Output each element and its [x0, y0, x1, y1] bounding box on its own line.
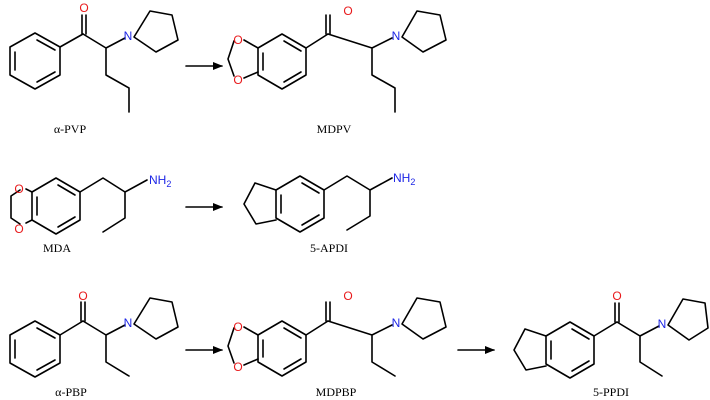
nitrogen-atom-label: N — [124, 316, 133, 330]
structure-mdpv: O O O N — [227, 4, 447, 113]
structure-5-ppdi: O N — [513, 289, 709, 379]
label-a-pvp: α-PVP — [54, 122, 87, 136]
oxygen-atom-label: O — [612, 289, 621, 303]
label-a-pbp: α-PBP — [55, 385, 87, 399]
structure-5-apdi: NH2 — [243, 171, 415, 233]
structure-mda: O O NH2 — [10, 173, 171, 236]
amine-label: NH2 — [393, 171, 415, 187]
label-5-apdi: 5-APDI — [310, 241, 348, 255]
oxygen-atom-label: O — [78, 289, 87, 303]
structure-a-pvp: O N — [9, 1, 179, 113]
oxygen-atom-label: O — [233, 33, 242, 47]
nitrogen-atom-label: N — [392, 316, 401, 330]
oxygen-atom-label: O — [14, 222, 23, 236]
oxygen-atom-label: O — [14, 182, 23, 196]
label-mda: MDA — [43, 241, 71, 255]
label-mdpbp: MDPBP — [316, 385, 357, 399]
oxygen-atom-label: O — [233, 360, 242, 374]
label-mdpv: MDPV — [317, 122, 352, 136]
nitrogen-atom-label: N — [658, 317, 667, 331]
oxygen-atom-label: O — [233, 320, 242, 334]
oxygen-atom-label: O — [79, 1, 88, 15]
oxygen-atom-label: O — [343, 4, 352, 18]
oxygen-atom-label: O — [343, 289, 352, 303]
amine-label: NH2 — [149, 173, 171, 189]
structure-a-pbp: O N — [9, 289, 179, 378]
structure-mdpbp: O O O N — [227, 289, 447, 377]
nitrogen-atom-label: N — [392, 29, 401, 43]
nitrogen-atom-label: N — [124, 29, 133, 43]
label-5-ppdi: 5-PPDI — [593, 385, 629, 399]
oxygen-atom-label: O — [233, 73, 242, 87]
